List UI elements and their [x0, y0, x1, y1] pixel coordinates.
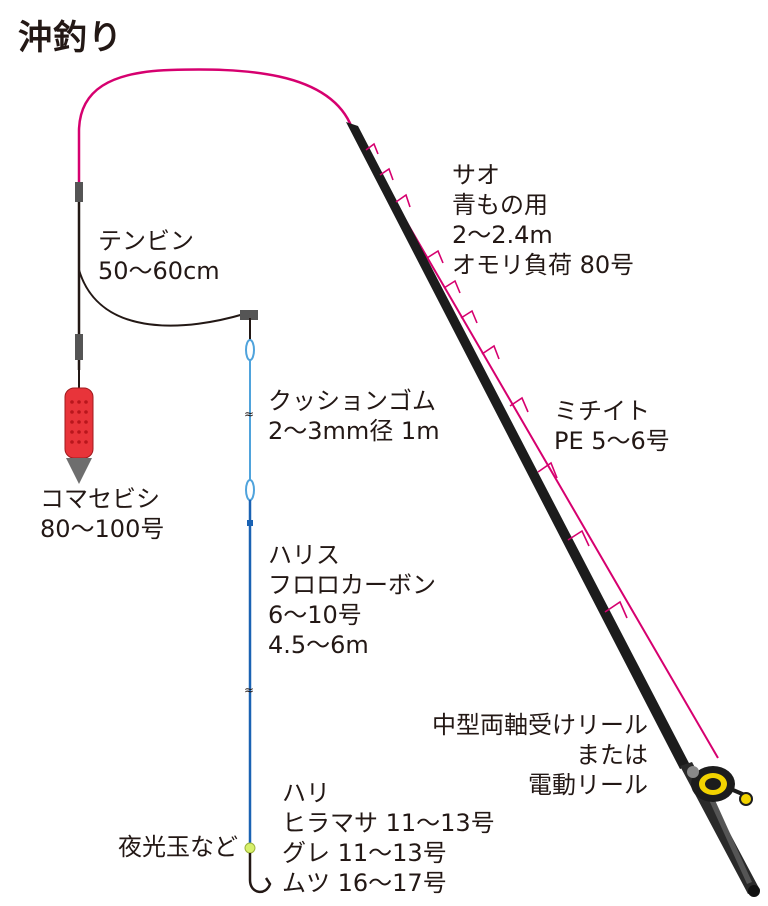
sinker-label-line1: コマセビシ [40, 485, 160, 513]
rod-label-line4: オモリ負荷 80号 [452, 251, 635, 279]
hook-label-line1: ハリ [282, 779, 330, 807]
hook [248, 853, 272, 893]
rod-label-line1: サオ [452, 161, 500, 189]
reel-label-line3: 電動リール [528, 771, 648, 799]
page-title: 沖釣り [18, 18, 123, 58]
cushion-rubber: ≈ [244, 318, 255, 501]
sinker-label: コマセビシ 80〜100号 [40, 484, 164, 544]
mainline-label-line1: ミチイト [554, 397, 650, 425]
reel-label-line1: 中型両軸受けリール [432, 711, 648, 739]
harris-label-line4: 4.5〜6m [268, 631, 369, 659]
svg-text:≈: ≈ [244, 407, 254, 421]
bead-label-line1: 夜光玉など [118, 833, 238, 861]
reel [687, 766, 753, 806]
reel-label: 中型両軸受けリール または 電動リール [432, 710, 648, 800]
hook-label: ハリ ヒラマサ 11〜13号 グレ 11〜13号 ムツ 16〜17号 [282, 778, 495, 898]
mainline-label-line2: PE 5〜6号 [554, 427, 670, 455]
cushion-label-line2: 2〜3mm径 1m [268, 417, 440, 445]
rod-label: サオ 青もの用 2〜2.4m オモリ負荷 80号 [452, 160, 634, 280]
rod-label-line2: 青もの用 [452, 191, 548, 219]
tenbin-label-line1: テンビン [98, 227, 194, 255]
reel-label-line2: または [576, 741, 648, 769]
cushion-label-line1: クッションゴム [268, 387, 436, 415]
harris-label-line2: フロロカーボン [268, 571, 436, 599]
tenbin-label: テンビン 50〜60cm [98, 226, 220, 286]
sinker-label-line2: 80〜100号 [40, 515, 165, 543]
mainline-label: ミチイト PE 5〜6号 [554, 396, 670, 456]
bead-label: 夜光玉など [118, 832, 238, 862]
tenbin [75, 182, 258, 370]
main-line [77, 68, 354, 188]
harris-leader: ≈ [244, 500, 254, 845]
hook-label-line3: グレ 11〜13号 [282, 839, 447, 867]
luminous-bead [244, 842, 256, 854]
rod-guides [365, 142, 628, 619]
rod-label-line3: 2〜2.4m [452, 221, 553, 249]
tenbin-label-line2: 50〜60cm [98, 257, 220, 285]
hook-label-line2: ヒラマサ 11〜13号 [282, 809, 495, 837]
cushion-label: クッションゴム 2〜3mm径 1m [268, 386, 440, 446]
harris-label-line3: 6〜10号 [268, 601, 362, 629]
svg-text:≈: ≈ [244, 683, 254, 697]
sinker [64, 370, 94, 484]
hook-label-line4: ムツ 16〜17号 [282, 869, 447, 897]
harris-label: ハリス フロロカーボン 6〜10号 4.5〜6m [268, 540, 436, 660]
harris-label-line1: ハリス [268, 541, 340, 569]
